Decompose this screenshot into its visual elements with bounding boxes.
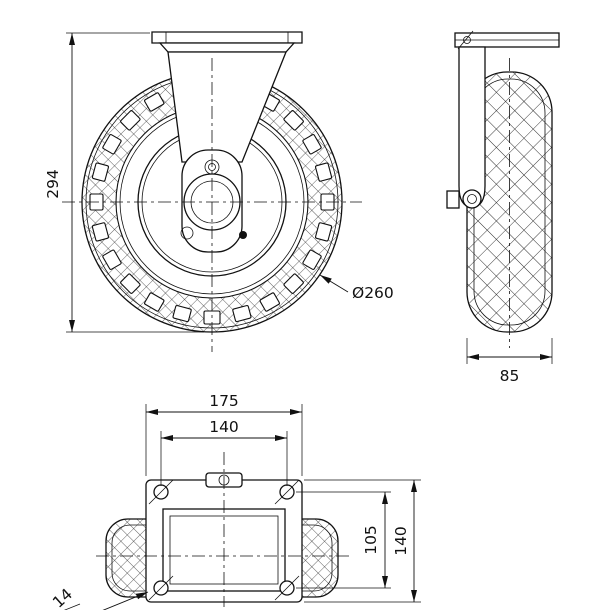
- dimension-height: 294: [44, 32, 204, 333]
- dimension-width: 85: [466, 338, 553, 385]
- dimension-plate-width: 140: [304, 479, 421, 603]
- dimension-diameter-label: Ø260: [352, 284, 394, 302]
- rim-hole: [180, 226, 194, 240]
- dimension-height-label: 294: [44, 169, 62, 199]
- valve-dot: [239, 231, 247, 239]
- fork-side: [446, 30, 560, 209]
- dimension-plate-width-label: 140: [392, 526, 410, 556]
- side-view: 85: [446, 30, 560, 385]
- dimension-partial-label: 14: [49, 585, 76, 610]
- dimension-plate-length: 175: [145, 392, 303, 476]
- axle-nut: [446, 190, 460, 209]
- fork-bracket: [151, 31, 303, 253]
- axle-side: [462, 189, 482, 209]
- dimension-diameter: Ø260: [319, 274, 394, 302]
- dimension-hole-spacing-width: 105: [296, 491, 391, 589]
- plate-screw: [463, 36, 471, 44]
- top-plate: [151, 31, 303, 44]
- dimension-hole-spacing-length-label: 140: [209, 418, 239, 436]
- dimension-plate-length-label: 175: [209, 392, 239, 410]
- dimension-width-label: 85: [500, 367, 520, 385]
- plate-bevel: [158, 42, 296, 53]
- fork-legs: [167, 51, 287, 163]
- front-view: 294 Ø260: [44, 31, 394, 352]
- dimension-hole-spacing-width-label: 105: [362, 525, 380, 555]
- plan-view: 175 140 105 140 14: [49, 392, 421, 610]
- dimension-hole-spacing-length: 140: [160, 418, 288, 486]
- fork-leg-side: [458, 46, 486, 208]
